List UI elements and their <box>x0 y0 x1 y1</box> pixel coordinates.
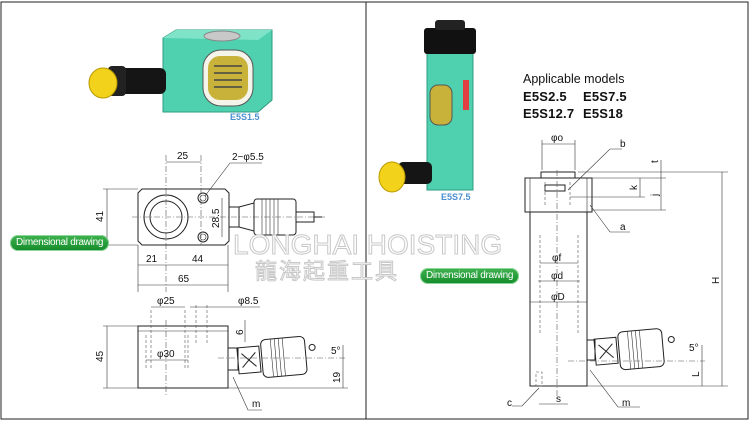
label-H: H <box>711 277 722 284</box>
model-e5s12-7: E5S12.7 <box>523 106 575 121</box>
dim-19: 19 <box>332 371 343 383</box>
model-e5s18: E5S18 <box>583 106 624 121</box>
label-phi-o: φo <box>551 133 563 144</box>
label-s: s <box>556 394 561 405</box>
applicable-models: Applicable models E5S2.5 E5S7.5 E5S12.7 E5… <box>523 71 627 122</box>
watermark-text: LONGHAI HOISTING <box>232 229 503 260</box>
dim-6: 6 <box>235 329 246 335</box>
watermark-cn: 龍海起重工具 <box>254 259 400 284</box>
dim-phi25: φ25 <box>157 296 175 307</box>
dim-phi30: φ30 <box>157 349 175 360</box>
e5s1-5-top-view <box>103 155 325 292</box>
model-e5s7-5: E5S7.5 <box>583 89 627 104</box>
dim-41: 41 <box>95 210 106 222</box>
dim-holes: 2−φ5.5 <box>232 152 264 163</box>
dimensional-drawing-badge-right: Dimensional drawing <box>420 268 520 284</box>
label-a: a <box>620 222 626 233</box>
dimensional-drawing-badge-left: Dimensional drawing <box>10 235 110 251</box>
label-j: j <box>650 194 661 197</box>
model-e5s2-5: E5S2.5 <box>523 89 567 104</box>
e5s1-5-side-view <box>103 305 348 411</box>
label-m-right: m <box>622 398 630 409</box>
model-label-e5s1-5: E5S1.5 <box>230 112 260 122</box>
label-m-left: m <box>252 399 260 410</box>
label-k: k <box>629 184 640 190</box>
label-phi-d: φd <box>551 271 563 282</box>
dim-45: 45 <box>95 350 106 362</box>
dim-25: 25 <box>177 151 189 162</box>
label-phi-f: φf <box>552 253 561 264</box>
dim-21: 21 <box>146 254 158 265</box>
right-panel-border <box>365 1 749 420</box>
model-label-e5s7-5: E5S7.5 <box>441 192 471 202</box>
e5s-cylinder-drawing <box>512 140 728 408</box>
label-t: t <box>650 160 661 163</box>
label-L: L <box>691 371 702 377</box>
applicable-models-title: Applicable models <box>523 72 625 86</box>
label-phi-D: φD <box>551 292 565 303</box>
dim-5deg-left: 5° <box>331 346 341 357</box>
label-b: b <box>620 139 626 150</box>
dim-44: 44 <box>192 254 204 265</box>
e5s7-5-photo <box>378 20 476 193</box>
dim-65: 65 <box>178 274 190 285</box>
dim-5deg-right: 5° <box>689 343 699 354</box>
e5s1-5-photo <box>88 29 273 113</box>
label-c: c <box>507 398 512 409</box>
dim-phi8-5: φ8.5 <box>238 296 259 307</box>
dim-28-5: 28.5 <box>211 208 222 228</box>
